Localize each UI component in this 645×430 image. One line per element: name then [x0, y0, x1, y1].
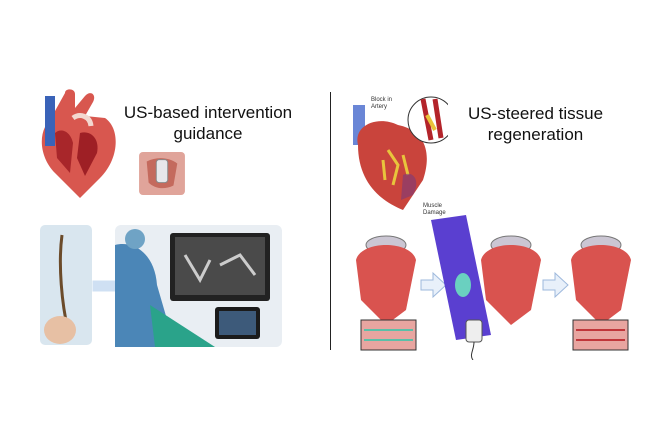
right-panel: Block in Artery Muscle Damage US-steered… [331, 0, 645, 430]
label-line: Muscle [423, 203, 443, 209]
heart-after [571, 235, 631, 351]
left-panel: US-based intervention guidance [40, 89, 308, 347]
regeneration-sequence [356, 215, 631, 360]
damaged-heart-illustration [353, 96, 448, 210]
label-line: Damage [423, 210, 446, 216]
left-panel-title: US-based intervention guidance [108, 102, 308, 144]
right-panel-title: US-steered tissue regeneration [443, 103, 628, 145]
panel-divider [330, 92, 331, 350]
title-line: guidance [173, 124, 243, 143]
heart-during [481, 235, 541, 325]
ultrasound-probe-field [431, 215, 491, 360]
arrow-2 [542, 271, 569, 299]
title-line: US-based intervention [123, 103, 293, 122]
valve-inset-image [139, 152, 185, 195]
label-muscle-damage: Muscle Damage [423, 203, 446, 217]
arrow-1 [420, 271, 447, 299]
heart-cross-section-illustration [41, 89, 116, 198]
catheter-photo [40, 225, 92, 345]
title-line: regeneration [487, 125, 584, 144]
title-line: US-steered tissue [467, 104, 604, 123]
label-block-in-artery: Block in Artery [371, 97, 393, 110]
ultrasound-clinic-scene [115, 225, 282, 347]
heart-before [356, 235, 417, 351]
